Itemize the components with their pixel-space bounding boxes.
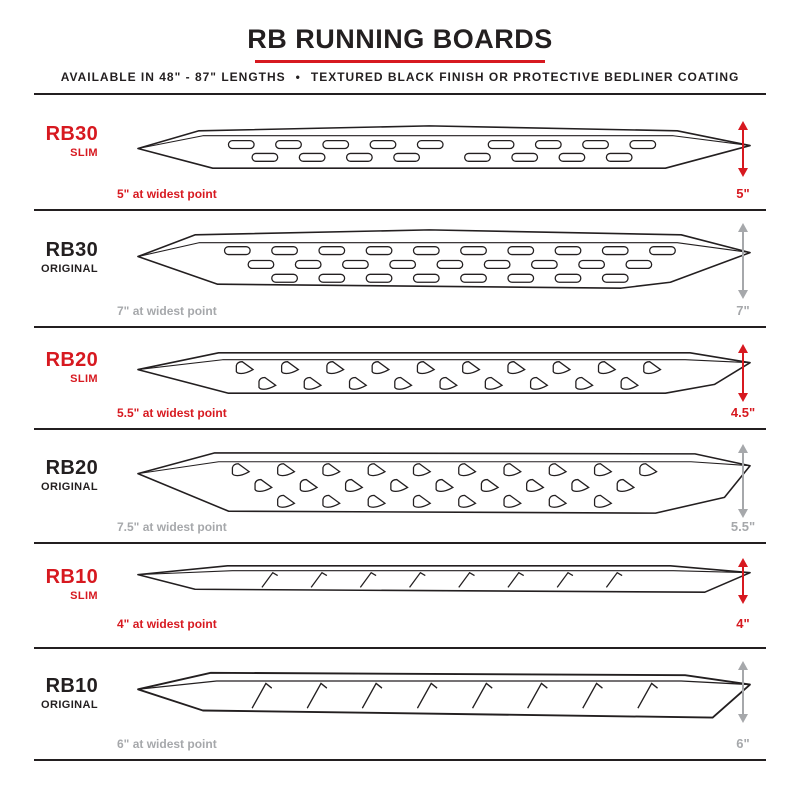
model-label-group: RB20 SLIM xyxy=(34,328,98,406)
board-row-rb30-original: RB30 ORIGINAL 7" at widest point 7" xyxy=(34,209,766,326)
width-label: 6" at widest point xyxy=(117,737,217,751)
width-label: 5" at widest point xyxy=(117,187,217,201)
page-title: RB RUNNING BOARDS xyxy=(247,24,553,54)
height-value: 4.5" xyxy=(730,405,756,420)
title-underline xyxy=(255,60,545,63)
height-value: 6" xyxy=(736,736,750,751)
model-name: RB30 xyxy=(45,122,98,145)
width-label: 7" at widest point xyxy=(117,304,217,318)
rb30-slim-board-drawing xyxy=(137,125,751,169)
model-name: RB10 xyxy=(45,566,98,588)
rb30-original-board-drawing xyxy=(137,229,751,289)
model-label-group: RB10 ORIGINAL xyxy=(34,649,98,737)
subtitle-left: AVAILABLE IN 48" - 87" LENGTHS xyxy=(60,70,286,84)
model-variant: SLIM xyxy=(70,590,98,602)
rb10-slim-board-drawing xyxy=(137,565,751,593)
rb20-original-board-drawing xyxy=(137,452,751,514)
model-variant: ORIGINAL xyxy=(41,480,98,493)
model-name: RB20 xyxy=(45,456,98,479)
width-label: 7.5" at widest point xyxy=(117,520,227,534)
height-arrow-icon xyxy=(738,344,748,402)
model-label-group: RB30 SLIM xyxy=(34,95,98,187)
board-row-rb10-original: RB10 ORIGINAL 6" at widest point 6" xyxy=(34,647,766,759)
height-arrow-icon xyxy=(738,444,748,518)
model-variant: ORIGINAL xyxy=(41,698,98,711)
model-variant: SLIM xyxy=(70,146,98,159)
board-row-rb30-slim: RB30 SLIM 5" at widest point 5" xyxy=(34,93,766,209)
model-variant: ORIGINAL xyxy=(41,263,98,275)
height-value: 4" xyxy=(736,616,750,631)
model-name: RB30 xyxy=(45,239,98,261)
height-arrow-icon xyxy=(738,223,748,299)
rb20-slim-board-drawing xyxy=(137,352,751,394)
height-value: 5.5" xyxy=(730,519,756,534)
model-label-group: RB10 SLIM xyxy=(34,544,98,625)
model-label-group: RB20 ORIGINAL xyxy=(34,430,98,520)
width-label: 5.5" at widest point xyxy=(117,406,227,420)
model-variant: SLIM xyxy=(70,372,98,385)
subtitle: AVAILABLE IN 48" - 87" LENGTHS • TEXTURED … xyxy=(0,70,800,93)
model-name: RB10 xyxy=(45,674,98,697)
model-label-group: RB30 ORIGINAL xyxy=(34,211,98,304)
subtitle-right: TEXTURED BLACK FINISH OR PROTECTIVE BEDL… xyxy=(310,70,740,84)
height-arrow-icon xyxy=(738,121,748,177)
page-header: RB RUNNING BOARDS AVAILABLE IN 48" - 87"… xyxy=(0,0,800,93)
bullet-separator: • xyxy=(295,70,301,84)
height-value: 5" xyxy=(736,186,750,201)
board-comparison-list: RB30 SLIM 5" at widest point 5" RB30 ORI… xyxy=(34,93,766,761)
height-value: 7" xyxy=(736,303,750,318)
board-row-rb20-original: RB20 ORIGINAL 7.5" at widest point 5.5" xyxy=(34,428,766,542)
rb10-original-board-drawing xyxy=(137,671,751,719)
height-arrow-icon xyxy=(738,661,748,723)
width-label: 4" at widest point xyxy=(117,617,217,631)
height-arrow-icon xyxy=(738,558,748,604)
board-row-rb20-slim: RB20 SLIM 5.5" at widest point 4.5" xyxy=(34,326,766,428)
board-row-rb10-slim: RB10 SLIM 4" at widest point 4" xyxy=(34,542,766,647)
model-name: RB20 xyxy=(45,348,98,371)
